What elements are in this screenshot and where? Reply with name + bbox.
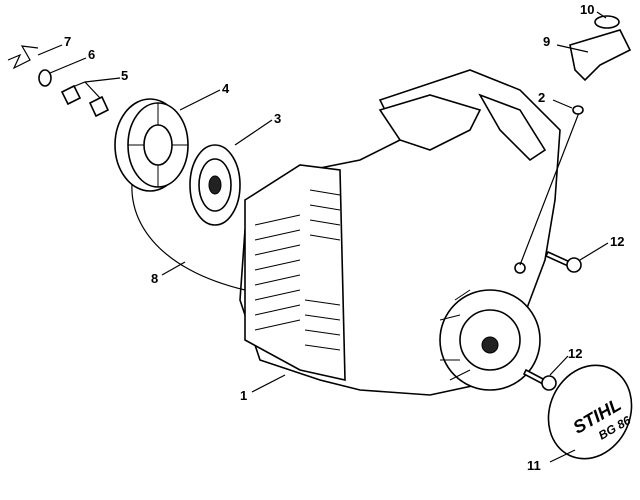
starter-grip bbox=[569, 29, 632, 82]
washer bbox=[38, 69, 52, 87]
callout-6: 6 bbox=[88, 47, 95, 62]
rope-rotor bbox=[114, 98, 189, 192]
callout-1: 1 bbox=[240, 388, 247, 403]
callout-9: 9 bbox=[543, 34, 550, 49]
rewind-spring bbox=[189, 144, 241, 226]
callout-12-lower: 12 bbox=[568, 346, 582, 361]
callout-2: 2 bbox=[538, 90, 545, 105]
callout-4: 4 bbox=[222, 81, 230, 96]
starter-rope-handle-line bbox=[519, 109, 581, 266]
leader-lines bbox=[37, 11, 609, 463]
callout-3: 3 bbox=[274, 111, 281, 126]
fan-housing bbox=[239, 69, 561, 396]
screw-upper bbox=[544, 250, 582, 273]
stihl-badge: STIHL BG 86 bbox=[547, 364, 633, 460]
callout-5: 5 bbox=[121, 68, 128, 83]
callout-10: 10 bbox=[580, 2, 594, 17]
callout-8: 8 bbox=[151, 271, 158, 286]
rope-guide-bushing bbox=[572, 105, 584, 115]
spring-clip bbox=[7, 45, 39, 70]
callout-12-upper: 12 bbox=[610, 234, 624, 249]
callout-11: 11 bbox=[527, 458, 541, 473]
housing-vent-slats bbox=[254, 189, 341, 351]
grip-cap bbox=[594, 15, 620, 29]
callout-7: 7 bbox=[64, 34, 71, 49]
pawls bbox=[60, 84, 110, 118]
screw-lower bbox=[522, 368, 557, 391]
